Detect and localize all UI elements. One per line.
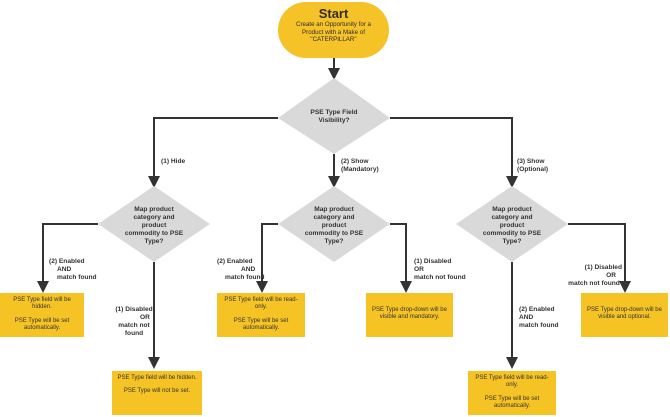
outcome-opt-disabled: PSE Type drop-down will be visible and o… — [581, 293, 668, 337]
decision-map-optional-text: Map product category and product commodi… — [482, 206, 542, 245]
branch-mand-enabled-label: (2) Enabled AND match found — [217, 258, 265, 282]
branch-opt-enabled-line2: AND — [519, 314, 534, 321]
branch-opt-disabled-line1: (1) Disabled — [584, 264, 622, 271]
branch-opt-enabled-line3: match found — [519, 322, 559, 329]
branch-show-mandatory-label: (2) Show (Mandatory) — [341, 158, 379, 174]
branch-mand-enabled-line2: AND — [241, 266, 256, 273]
start-terminal: Start Create an Opportunity for a Produc… — [278, 2, 389, 58]
outcome-hide-enabled-line2: PSE Type will be set automatically. — [14, 317, 70, 332]
outcome-hide-disabled-line2: PSE Type will not be set. — [123, 388, 191, 395]
branch-mand-disabled-line1: (1) Disabled — [414, 258, 452, 265]
outcome-mand-disabled-line1: PSE Type drop-down will be visible and m… — [372, 307, 447, 321]
decision-map-optional-diamond — [456, 186, 568, 262]
branch-show-mandatory-line1: (2) Show — [341, 158, 369, 165]
outcome-hide-enabled: PSE Type field will be hidden. PSE Type … — [0, 293, 84, 337]
start-title: Start — [318, 6, 349, 21]
branch-mand-enabled-line3: match found — [225, 274, 265, 281]
branch-mand-disabled-line2: OR — [414, 266, 424, 273]
decision-visibility-diamond — [278, 78, 390, 154]
branch-mand-disabled-label: (1) Disabled OR match not found — [414, 258, 466, 282]
decision-map-mandatory-text: Map product category and product commodi… — [304, 206, 364, 245]
branch-opt-enabled-label: (2) Enabled AND match found — [519, 306, 559, 330]
branch-mand-disabled-line3: match not found — [414, 274, 466, 281]
decision-visibility-text: PSE Type Field Visibility? — [310, 109, 358, 124]
outcome-mand-enabled-line2: PSE Type will be set automatically. — [233, 317, 289, 332]
outcome-mand-disabled: PSE Type drop-down will be visible and m… — [366, 293, 453, 337]
branch-hide-label: (1) Hide — [161, 158, 186, 165]
branch-show-optional-line2: (Optional) — [517, 166, 549, 173]
outcome-hide-enabled-line1: PSE Type field will be hidden. — [13, 297, 71, 311]
start-subtitle: Create an Opportunity for a Product with… — [296, 21, 371, 43]
branch-hide-enabled-line3: match found — [57, 274, 97, 281]
branch-hide-enabled-line2: AND — [57, 266, 72, 273]
branch-hide-disabled-label: (1) Disabled OR match not found — [114, 306, 154, 338]
outcome-opt-enabled-line1: PSE Type field will be read-only. — [475, 375, 549, 389]
branch-opt-disabled-line2: OR — [606, 272, 616, 279]
outcome-mand-enabled: PSE Type field will be read-only. PSE Ty… — [217, 293, 305, 337]
outcome-hide-disabled: PSE Type field will be hidden. PSE Type … — [112, 371, 202, 415]
branch-opt-disabled-label: (1) Disabled OR match not found — [566, 264, 622, 288]
outcome-opt-disabled-line1: PSE Type drop-down will be visible and o… — [587, 307, 662, 321]
outcome-hide-disabled-line1: PSE Type field will be hidden. — [117, 375, 197, 381]
decision-map-hide-diamond — [98, 186, 210, 262]
branch-show-mandatory-line2: (Mandatory) — [341, 166, 379, 173]
branch-opt-disabled-line3: match not found — [568, 280, 620, 287]
branch-hide-enabled-line1: (2) Enabled — [49, 258, 85, 265]
branch-hide-disabled-line2: OR — [140, 314, 150, 321]
branch-hide-disabled-line1: (1) Disabled — [115, 306, 153, 313]
branch-show-optional-label: (3) Show (Optional) — [517, 158, 548, 174]
branch-opt-enabled-line1: (2) Enabled — [519, 306, 555, 313]
decision-map-hide-text: Map product category and product commodi… — [124, 206, 184, 245]
branch-hide-enabled-label: (2) Enabled AND match found — [49, 258, 97, 282]
branch-show-optional-line1: (3) Show — [517, 158, 545, 165]
outcome-opt-enabled: PSE Type field will be read-only. PSE Ty… — [468, 371, 556, 415]
outcome-mand-enabled-line1: PSE Type field will be read-only. — [224, 297, 298, 311]
branch-mand-enabled-line1: (2) Enabled — [217, 258, 253, 265]
branch-hide-disabled-line3: match not found — [118, 322, 150, 337]
outcome-opt-enabled-line2: PSE Type will be set automatically. — [484, 395, 540, 410]
decision-map-mandatory-diamond — [278, 186, 390, 262]
